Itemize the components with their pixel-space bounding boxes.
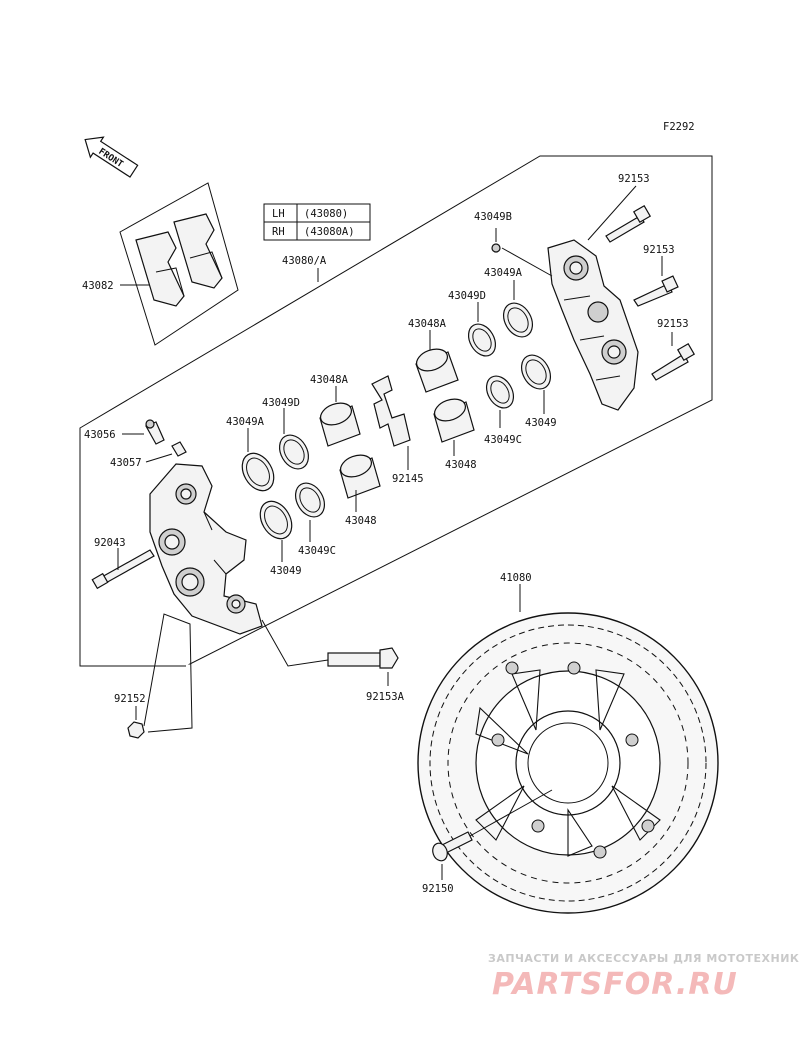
variant-side-rh: RH	[272, 226, 285, 238]
label-43049b: 43049B	[474, 211, 512, 223]
label-92153-3: 92153	[657, 318, 689, 330]
label-43049c-right: 43049C	[484, 434, 522, 446]
bolt-92153-low	[651, 342, 696, 381]
label-43049d-left: 43049D	[262, 397, 300, 409]
right-seals-pistons	[415, 302, 552, 443]
label-43048-left: 43048	[345, 515, 377, 527]
label-43082: 43082	[82, 280, 114, 292]
label-43049a-left: 43049A	[226, 416, 265, 428]
label-43057: 43057	[110, 457, 142, 469]
label-92152: 92152	[114, 693, 146, 705]
bleeder-cap-43057	[171, 441, 187, 457]
label-92153-2: 92153	[643, 244, 675, 256]
label-43056: 43056	[84, 429, 116, 441]
label-43049d-right: 43049D	[448, 290, 486, 302]
watermark-tagline: ЗАПЧАСТИ И АКСЕССУАРЫ ДЛЯ МОТОТЕХНИКИ	[488, 952, 800, 965]
label-43080-a: 43080/A	[282, 255, 327, 267]
front-arrow-icon: FRONT	[84, 136, 139, 178]
bolt-92043	[91, 549, 155, 590]
bolt-92153a	[327, 647, 399, 669]
label-43049a-right: 43049A	[484, 267, 523, 279]
label-43048a-left: 43048A	[310, 374, 349, 386]
brake-disc-41080	[417, 612, 719, 914]
plug-43049b	[491, 243, 501, 253]
variant-part-lh: (43080)	[304, 208, 348, 220]
label-41080: 41080	[500, 572, 532, 584]
watermark-logo: PARTSFOR.RU	[492, 967, 738, 1002]
bleeder-valve-43056	[145, 419, 165, 445]
label-92153-1: 92153	[618, 173, 650, 185]
nut-92152	[127, 721, 145, 739]
figure-code: F2292	[663, 121, 695, 133]
variant-part-rh: (43080A)	[304, 226, 355, 238]
bolt-92150	[432, 831, 473, 862]
label-43048a-right: 43048A	[408, 318, 447, 330]
bolt-92153-mid	[633, 275, 679, 307]
label-43048-right: 43048	[445, 459, 477, 471]
brake-pad-set	[119, 182, 239, 346]
variant-side-lh: LH	[272, 208, 285, 220]
bolt-92153-top	[605, 204, 652, 243]
variant-table: LH (43080) RH (43080A)	[263, 203, 371, 241]
label-92150: 92150	[422, 883, 454, 895]
label-43049c-left: 43049C	[298, 545, 336, 557]
label-43049-right: 43049	[525, 417, 557, 429]
label-92043: 92043	[94, 537, 126, 549]
label-92145: 92145	[392, 473, 424, 485]
right-caliper	[547, 239, 639, 411]
label-92153a: 92153A	[366, 691, 405, 703]
left-caliper	[149, 463, 263, 635]
caliper-kit-frame	[79, 155, 713, 667]
label-43049-left: 43049	[270, 565, 302, 577]
pad-spring-92145	[371, 375, 411, 447]
left-seals-pistons	[241, 402, 381, 540]
